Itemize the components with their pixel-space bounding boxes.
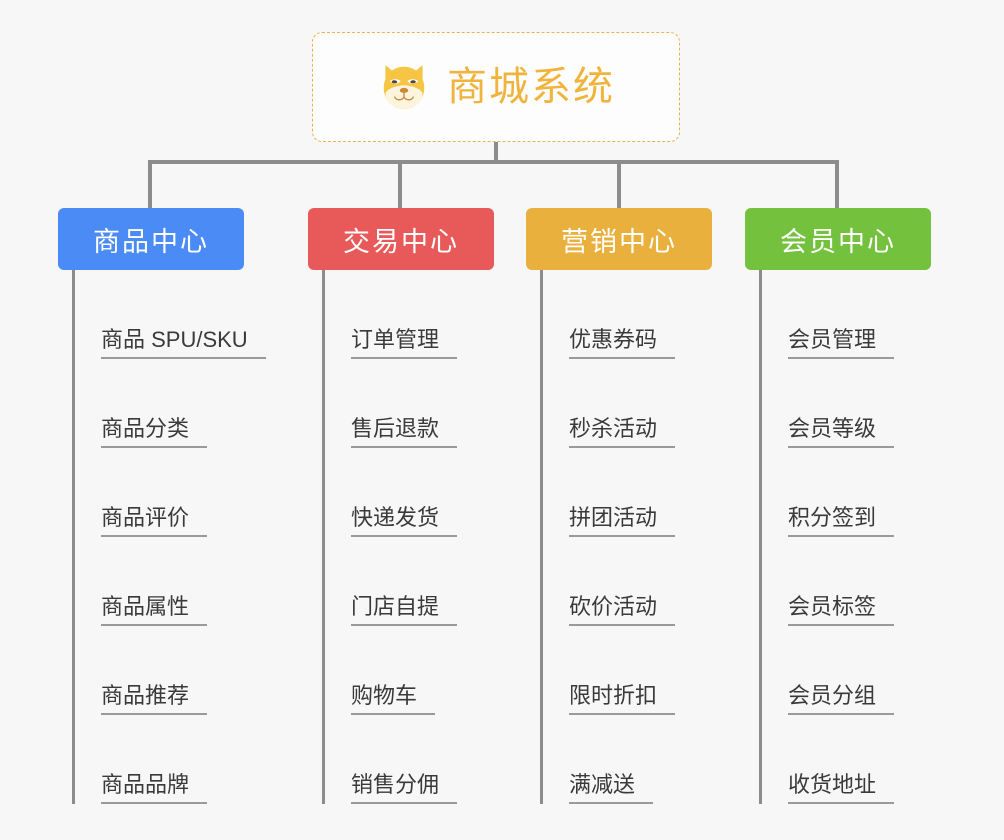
connector-drop-2 xyxy=(398,160,402,209)
leaf-label: 会员标签 xyxy=(788,594,895,626)
leaf-item[interactable]: 拼团活动 xyxy=(543,448,712,537)
leaf-item[interactable]: 会员标签 xyxy=(762,537,931,626)
category-label-4: 会员中心 xyxy=(780,226,896,257)
leaf-label: 商品评价 xyxy=(101,505,208,537)
leaf-item[interactable]: 限时折扣 xyxy=(543,626,712,715)
leaf-label: 满减送 xyxy=(569,772,654,804)
leaf-label: 购物车 xyxy=(351,683,436,715)
category-column-3: 营销中心 优惠券码 秒杀活动 拼团活动 砍价活动 限时折扣 满减送 xyxy=(526,208,712,804)
connector-root-stem xyxy=(494,142,498,163)
leaf-label: 门店自提 xyxy=(351,594,458,626)
leaf-item[interactable]: 门店自提 xyxy=(325,537,494,626)
connector-drop-4 xyxy=(835,160,839,209)
leaf-item[interactable]: 商品 SPU/SKU xyxy=(75,270,266,359)
leaf-item[interactable]: 订单管理 xyxy=(325,270,494,359)
leaf-item[interactable]: 满减送 xyxy=(543,715,712,804)
leaf-item[interactable]: 快递发货 xyxy=(325,448,494,537)
category-column-2: 交易中心 订单管理 售后退款 快递发货 门店自提 购物车 销售分佣 xyxy=(308,208,494,804)
leaf-label: 秒杀活动 xyxy=(569,416,676,448)
shiba-dog-face-icon xyxy=(383,65,425,109)
leaf-label: 会员管理 xyxy=(788,327,895,359)
leaf-item[interactable]: 商品属性 xyxy=(75,537,244,626)
leaf-item[interactable]: 秒杀活动 xyxy=(543,359,712,448)
leaf-item[interactable]: 砍价活动 xyxy=(543,537,712,626)
category-header-4[interactable]: 会员中心 xyxy=(745,208,931,270)
leaf-item[interactable]: 积分签到 xyxy=(762,448,931,537)
leaf-label: 限时折扣 xyxy=(569,683,676,715)
leaf-item[interactable]: 会员等级 xyxy=(762,359,931,448)
leaf-label: 拼团活动 xyxy=(569,505,676,537)
leaf-label: 收货地址 xyxy=(788,772,895,804)
leaf-item[interactable]: 优惠券码 xyxy=(543,270,712,359)
category-header-3[interactable]: 营销中心 xyxy=(526,208,712,270)
category-label-2: 交易中心 xyxy=(343,226,459,257)
category-column-1: 商品中心 商品 SPU/SKU 商品分类 商品评价 商品属性 商品推荐 商品品牌 xyxy=(58,208,266,804)
leaf-label: 砍价活动 xyxy=(569,594,676,626)
connector-drop-3 xyxy=(617,160,621,209)
leaf-label: 快递发货 xyxy=(351,505,458,537)
leaf-label: 订单管理 xyxy=(351,327,458,359)
leaf-item[interactable]: 商品品牌 xyxy=(75,715,244,804)
leaf-label: 积分签到 xyxy=(788,505,895,537)
leaf-item[interactable]: 会员分组 xyxy=(762,626,931,715)
leaf-item[interactable]: 商品推荐 xyxy=(75,626,244,715)
leaf-item[interactable]: 收货地址 xyxy=(762,715,931,804)
leaf-label: 商品 SPU/SKU xyxy=(101,327,266,359)
leaf-label: 优惠券码 xyxy=(569,327,676,359)
connector-drop-1 xyxy=(148,160,152,209)
leaf-label: 会员等级 xyxy=(788,416,895,448)
root-title: 商城系统 xyxy=(447,65,615,109)
leaf-label: 销售分佣 xyxy=(351,772,458,804)
leaf-label: 会员分组 xyxy=(788,683,895,715)
category-label-3: 营销中心 xyxy=(561,226,677,257)
category-header-1[interactable]: 商品中心 xyxy=(58,208,244,270)
leaf-label: 商品品牌 xyxy=(101,772,208,804)
leaf-item[interactable]: 售后退款 xyxy=(325,359,494,448)
connector-horizontal-bus xyxy=(150,160,838,164)
leaf-list-3: 优惠券码 秒杀活动 拼团活动 砍价活动 限时折扣 满减送 xyxy=(540,270,712,804)
leaf-label: 售后退款 xyxy=(351,416,458,448)
category-label-1: 商品中心 xyxy=(93,226,209,257)
category-header-2[interactable]: 交易中心 xyxy=(308,208,494,270)
root-node[interactable]: 商城系统 xyxy=(312,32,680,142)
leaf-item[interactable]: 购物车 xyxy=(325,626,494,715)
leaf-item[interactable]: 销售分佣 xyxy=(325,715,494,804)
leaf-list-2: 订单管理 售后退款 快递发货 门店自提 购物车 销售分佣 xyxy=(322,270,494,804)
category-column-4: 会员中心 会员管理 会员等级 积分签到 会员标签 会员分组 收货地址 xyxy=(745,208,931,804)
leaf-list-1: 商品 SPU/SKU 商品分类 商品评价 商品属性 商品推荐 商品品牌 xyxy=(72,270,266,804)
leaf-label: 商品分类 xyxy=(101,416,208,448)
leaf-item[interactable]: 会员管理 xyxy=(762,270,931,359)
leaf-label: 商品属性 xyxy=(101,594,208,626)
leaf-item[interactable]: 商品分类 xyxy=(75,359,244,448)
leaf-label: 商品推荐 xyxy=(101,683,208,715)
leaf-list-4: 会员管理 会员等级 积分签到 会员标签 会员分组 收货地址 xyxy=(759,270,931,804)
leaf-item[interactable]: 商品评价 xyxy=(75,448,244,537)
